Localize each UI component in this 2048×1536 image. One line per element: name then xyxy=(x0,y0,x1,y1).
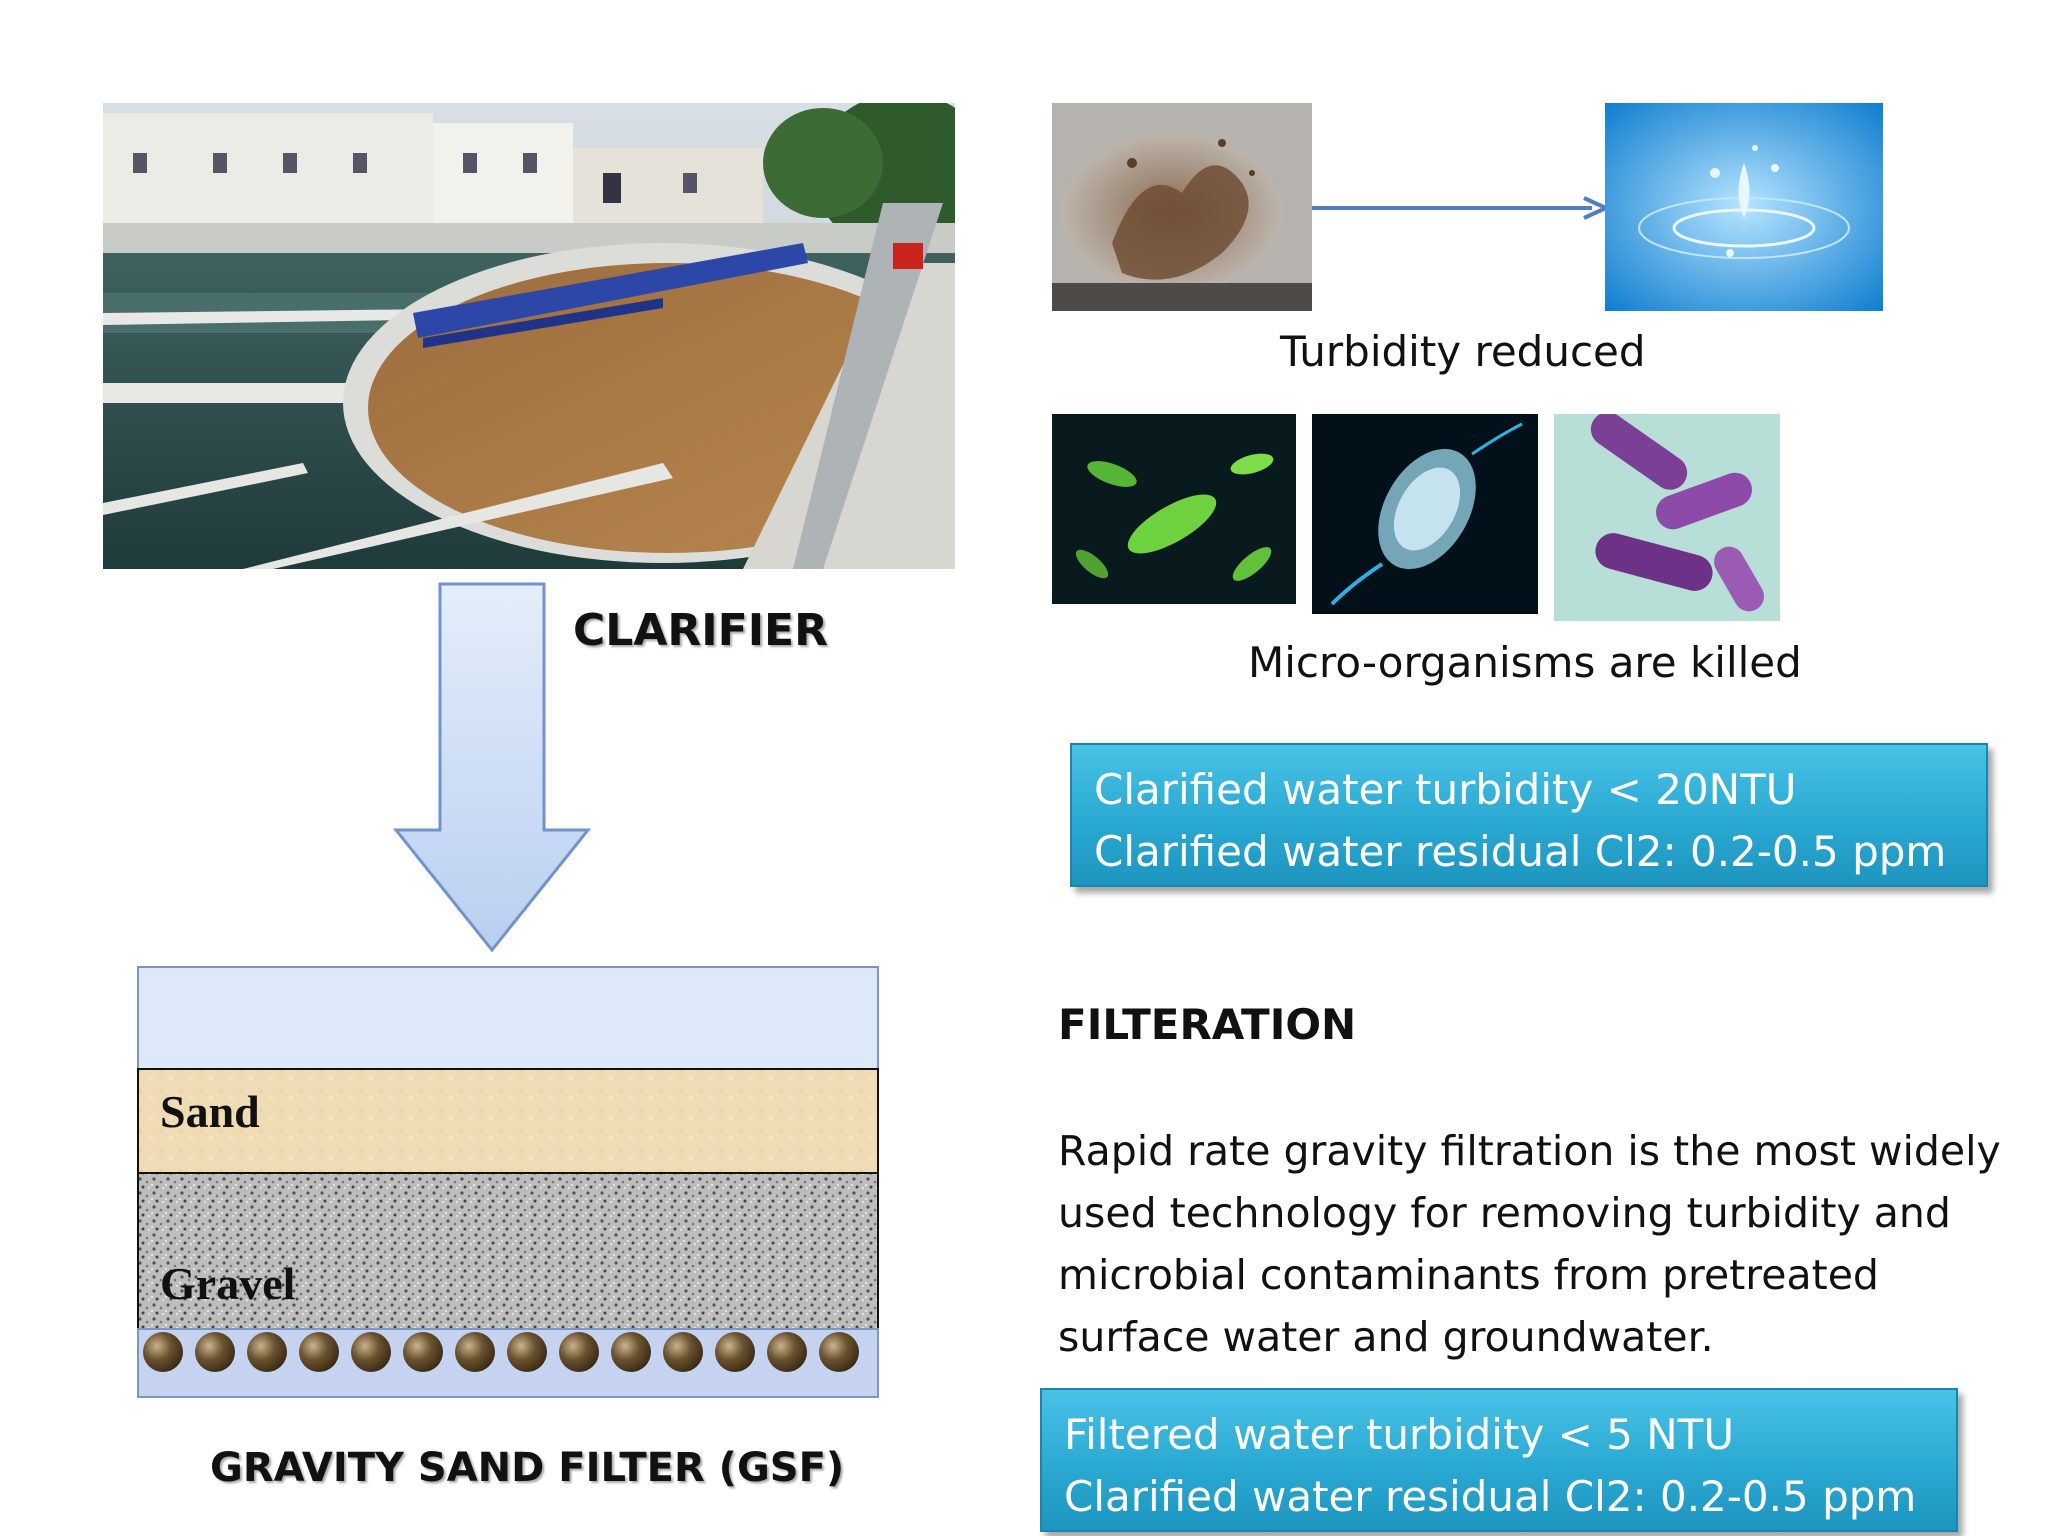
clarified-water-info-box: Clarified water turbidity < 20NTU Clarif… xyxy=(1070,743,1988,887)
bacteria-image-1 xyxy=(1052,414,1296,604)
clarifier-label: CLARIFIER xyxy=(573,605,828,656)
protozoa-image xyxy=(1312,414,1538,614)
filtered-water-info-box: Filtered water turbidity < 5 NTU Clarifi… xyxy=(1040,1388,1958,1532)
clarified-residual-cl2-text: Clarified water residual Cl2: 0.2-0.5 pp… xyxy=(1094,827,1947,876)
gravity-sand-filter-diagram xyxy=(137,966,879,1398)
clean-water-image xyxy=(1605,103,1883,311)
microorganisms-caption: Micro-organisms are killed xyxy=(1248,638,1802,687)
turbidity-caption: Turbidity reduced xyxy=(1280,327,1646,376)
gravel-layer-label: Gravel xyxy=(160,1258,296,1309)
filtration-description: Rapid rate gravity filtration is the mos… xyxy=(1058,1127,2001,1361)
turbidity-arrow xyxy=(1312,196,1611,220)
bacteria-image-2 xyxy=(1554,414,1780,621)
sand-layer-label: Sand xyxy=(160,1086,260,1137)
filtered-turbidity-text: Filtered water turbidity < 5 NTU xyxy=(1064,1410,1735,1459)
gsf-label: GRAVITY SAND FILTER (GSF) xyxy=(210,1445,845,1491)
clarified-turbidity-text: Clarified water turbidity < 20NTU xyxy=(1094,765,1797,814)
filtration-heading: FILTERATION xyxy=(1058,1000,1357,1049)
muddy-water-image xyxy=(1052,103,1312,311)
filtered-residual-cl2-text: Clarified water residual Cl2: 0.2-0.5 pp… xyxy=(1064,1472,1917,1521)
down-arrow xyxy=(392,582,592,954)
clarifier-photo xyxy=(103,103,955,569)
